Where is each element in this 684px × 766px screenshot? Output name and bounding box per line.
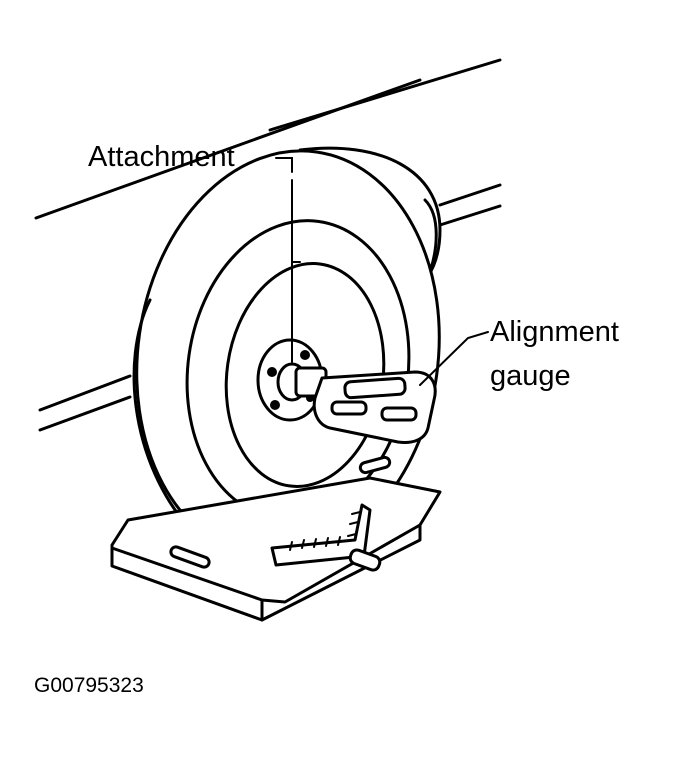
leader-lines: [275, 157, 489, 386]
vehicle-body: [34, 58, 502, 432]
turntable-plate: [110, 455, 442, 622]
alignment-gauge-label-line2: gauge: [490, 360, 571, 392]
figure-code: G00795323: [34, 674, 144, 697]
alignment-gauge-label-line1: Alignment: [490, 316, 619, 348]
attachment-label: Attachment: [88, 141, 235, 173]
alignment-gauge: [312, 370, 437, 444]
